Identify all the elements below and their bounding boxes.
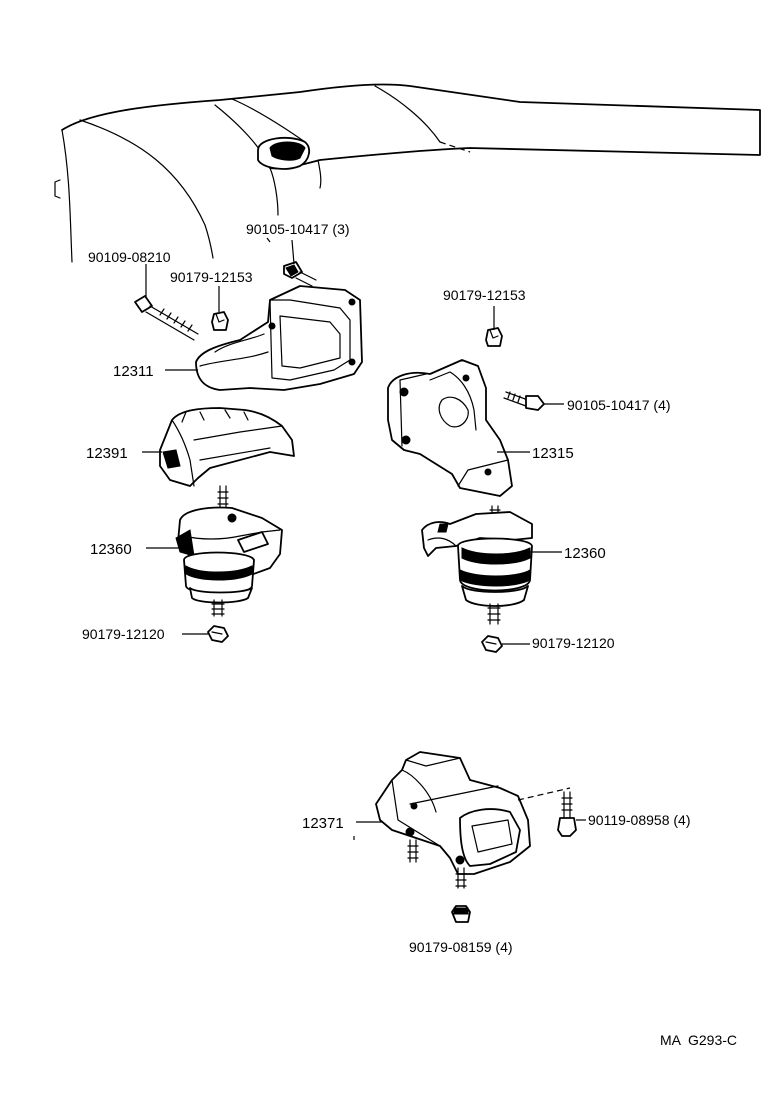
rear-bolt-guide-line — [517, 787, 571, 801]
nut-upper-right — [485, 327, 503, 347]
label-rear-mount: 12371 — [302, 815, 344, 832]
engine-block — [54, 83, 761, 263]
flange-bolt-top — [283, 261, 317, 287]
rear-flange-bolt — [557, 791, 577, 837]
figure-code: MA G293-C — [660, 1032, 737, 1048]
engine-mount-insulator-right — [421, 505, 533, 625]
label-nut-upper-right: 90179-12153 — [443, 287, 526, 303]
rear-engine-mount — [375, 751, 531, 889]
label-engine-mount-right: 12360 — [564, 545, 606, 562]
label-bracket-left: 12311 — [113, 363, 154, 380]
rear-nut — [451, 905, 471, 923]
flange-bolt-right — [503, 391, 545, 411]
nut-lower-left — [207, 625, 229, 643]
label-rear-nut: 90179-08159 (4) — [409, 939, 513, 955]
leader-lines — [142, 237, 586, 840]
long-bolt — [134, 295, 199, 341]
label-nut-upper-left: 90179-12153 — [170, 269, 253, 285]
label-insulator-cover: 12391 — [86, 445, 128, 462]
label-nut-lower-left: 90179-12120 — [82, 626, 165, 642]
callout-labels: 90105-10417 (3) 90109-08210 90179-12153 … — [82, 221, 737, 1048]
engine-mount-insulator-left — [175, 485, 283, 617]
nut-lower-right — [481, 635, 503, 653]
insulator-cover — [159, 407, 295, 487]
label-long-bolt: 90109-08210 — [88, 249, 171, 265]
label-rear-flange-bolt: 90119-08958 (4) — [588, 812, 690, 828]
label-flange-bolt-right: 90105-10417 (4) — [567, 397, 671, 413]
label-engine-mount-left: 12360 — [90, 541, 132, 558]
label-bracket-right: 12315 — [532, 445, 574, 462]
engine-mounting-bracket-left — [195, 285, 363, 391]
label-flange-bolt-top: 90105-10417 (3) — [246, 221, 350, 237]
label-nut-lower-right: 90179-12120 — [532, 635, 615, 651]
nut-upper-left — [211, 311, 229, 331]
engine-mounting-bracket-right — [387, 359, 513, 497]
